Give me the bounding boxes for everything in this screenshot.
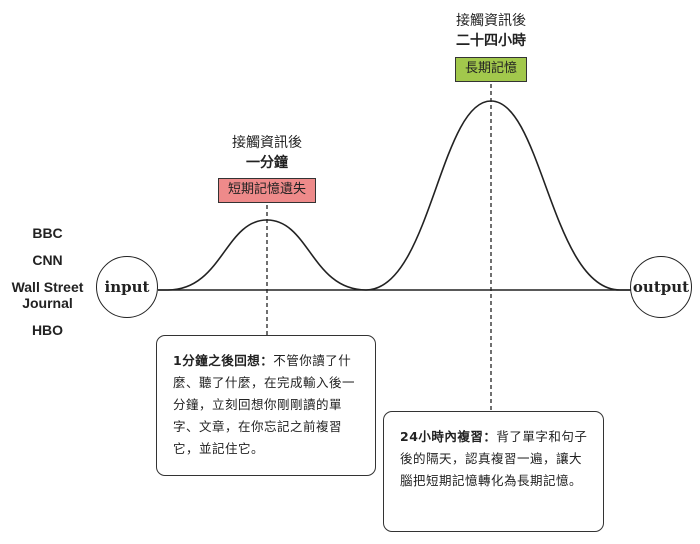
twenty-four-hour-review-body: 背了單字和句子後的隔天，認真複習一遍，讓大腦把短期記憶轉化為長期記憶。 [400, 429, 588, 488]
short-peak-line2: 一分鐘 [246, 155, 288, 171]
source-cnn: CNN [32, 252, 63, 268]
long-peak-line1: 接觸資訊後 [456, 13, 526, 29]
source-bbc: BBC [32, 225, 63, 241]
source-wsj: Wall Street Journal [11, 279, 84, 311]
input-node: input [96, 256, 158, 318]
output-label: output [632, 278, 690, 296]
short-term-curve [158, 219, 367, 291]
twenty-four-hour-review-title: 24小時內複習： [400, 429, 497, 444]
twenty-four-hour-review-note: 24小時內複習：背了單字和句子後的隔天，認真複習一遍，讓大腦把短期記憶轉化為長期… [383, 411, 604, 532]
short-peak-label: 接觸資訊後 一分鐘 [207, 133, 327, 173]
long-term-memory-tag: 長期記憶 [455, 57, 527, 82]
one-minute-review-note: 1分鐘之後回想：不管你讀了什麼、聽了什麼，在完成輸入後一分鐘，立刻回想你剛剛讀的… [156, 335, 376, 476]
long-peak-line2: 二十四小時 [456, 33, 526, 49]
long-term-curve [365, 100, 632, 291]
short-term-loss-tag: 短期記憶遺失 [218, 178, 316, 203]
source-hbo: HBO [31, 322, 64, 338]
output-node: output [630, 256, 692, 318]
short-peak-line1: 接觸資訊後 [232, 135, 302, 151]
one-minute-review-body: 不管你讀了什麼、聽了什麼，在完成輸入後一分鐘，立刻回想你剛剛讀的單字、文章，在你… [173, 353, 356, 456]
one-minute-review-title: 1分鐘之後回想： [173, 353, 274, 368]
long-peak-label: 接觸資訊後 二十四小時 [431, 11, 551, 51]
input-label: input [104, 278, 150, 296]
